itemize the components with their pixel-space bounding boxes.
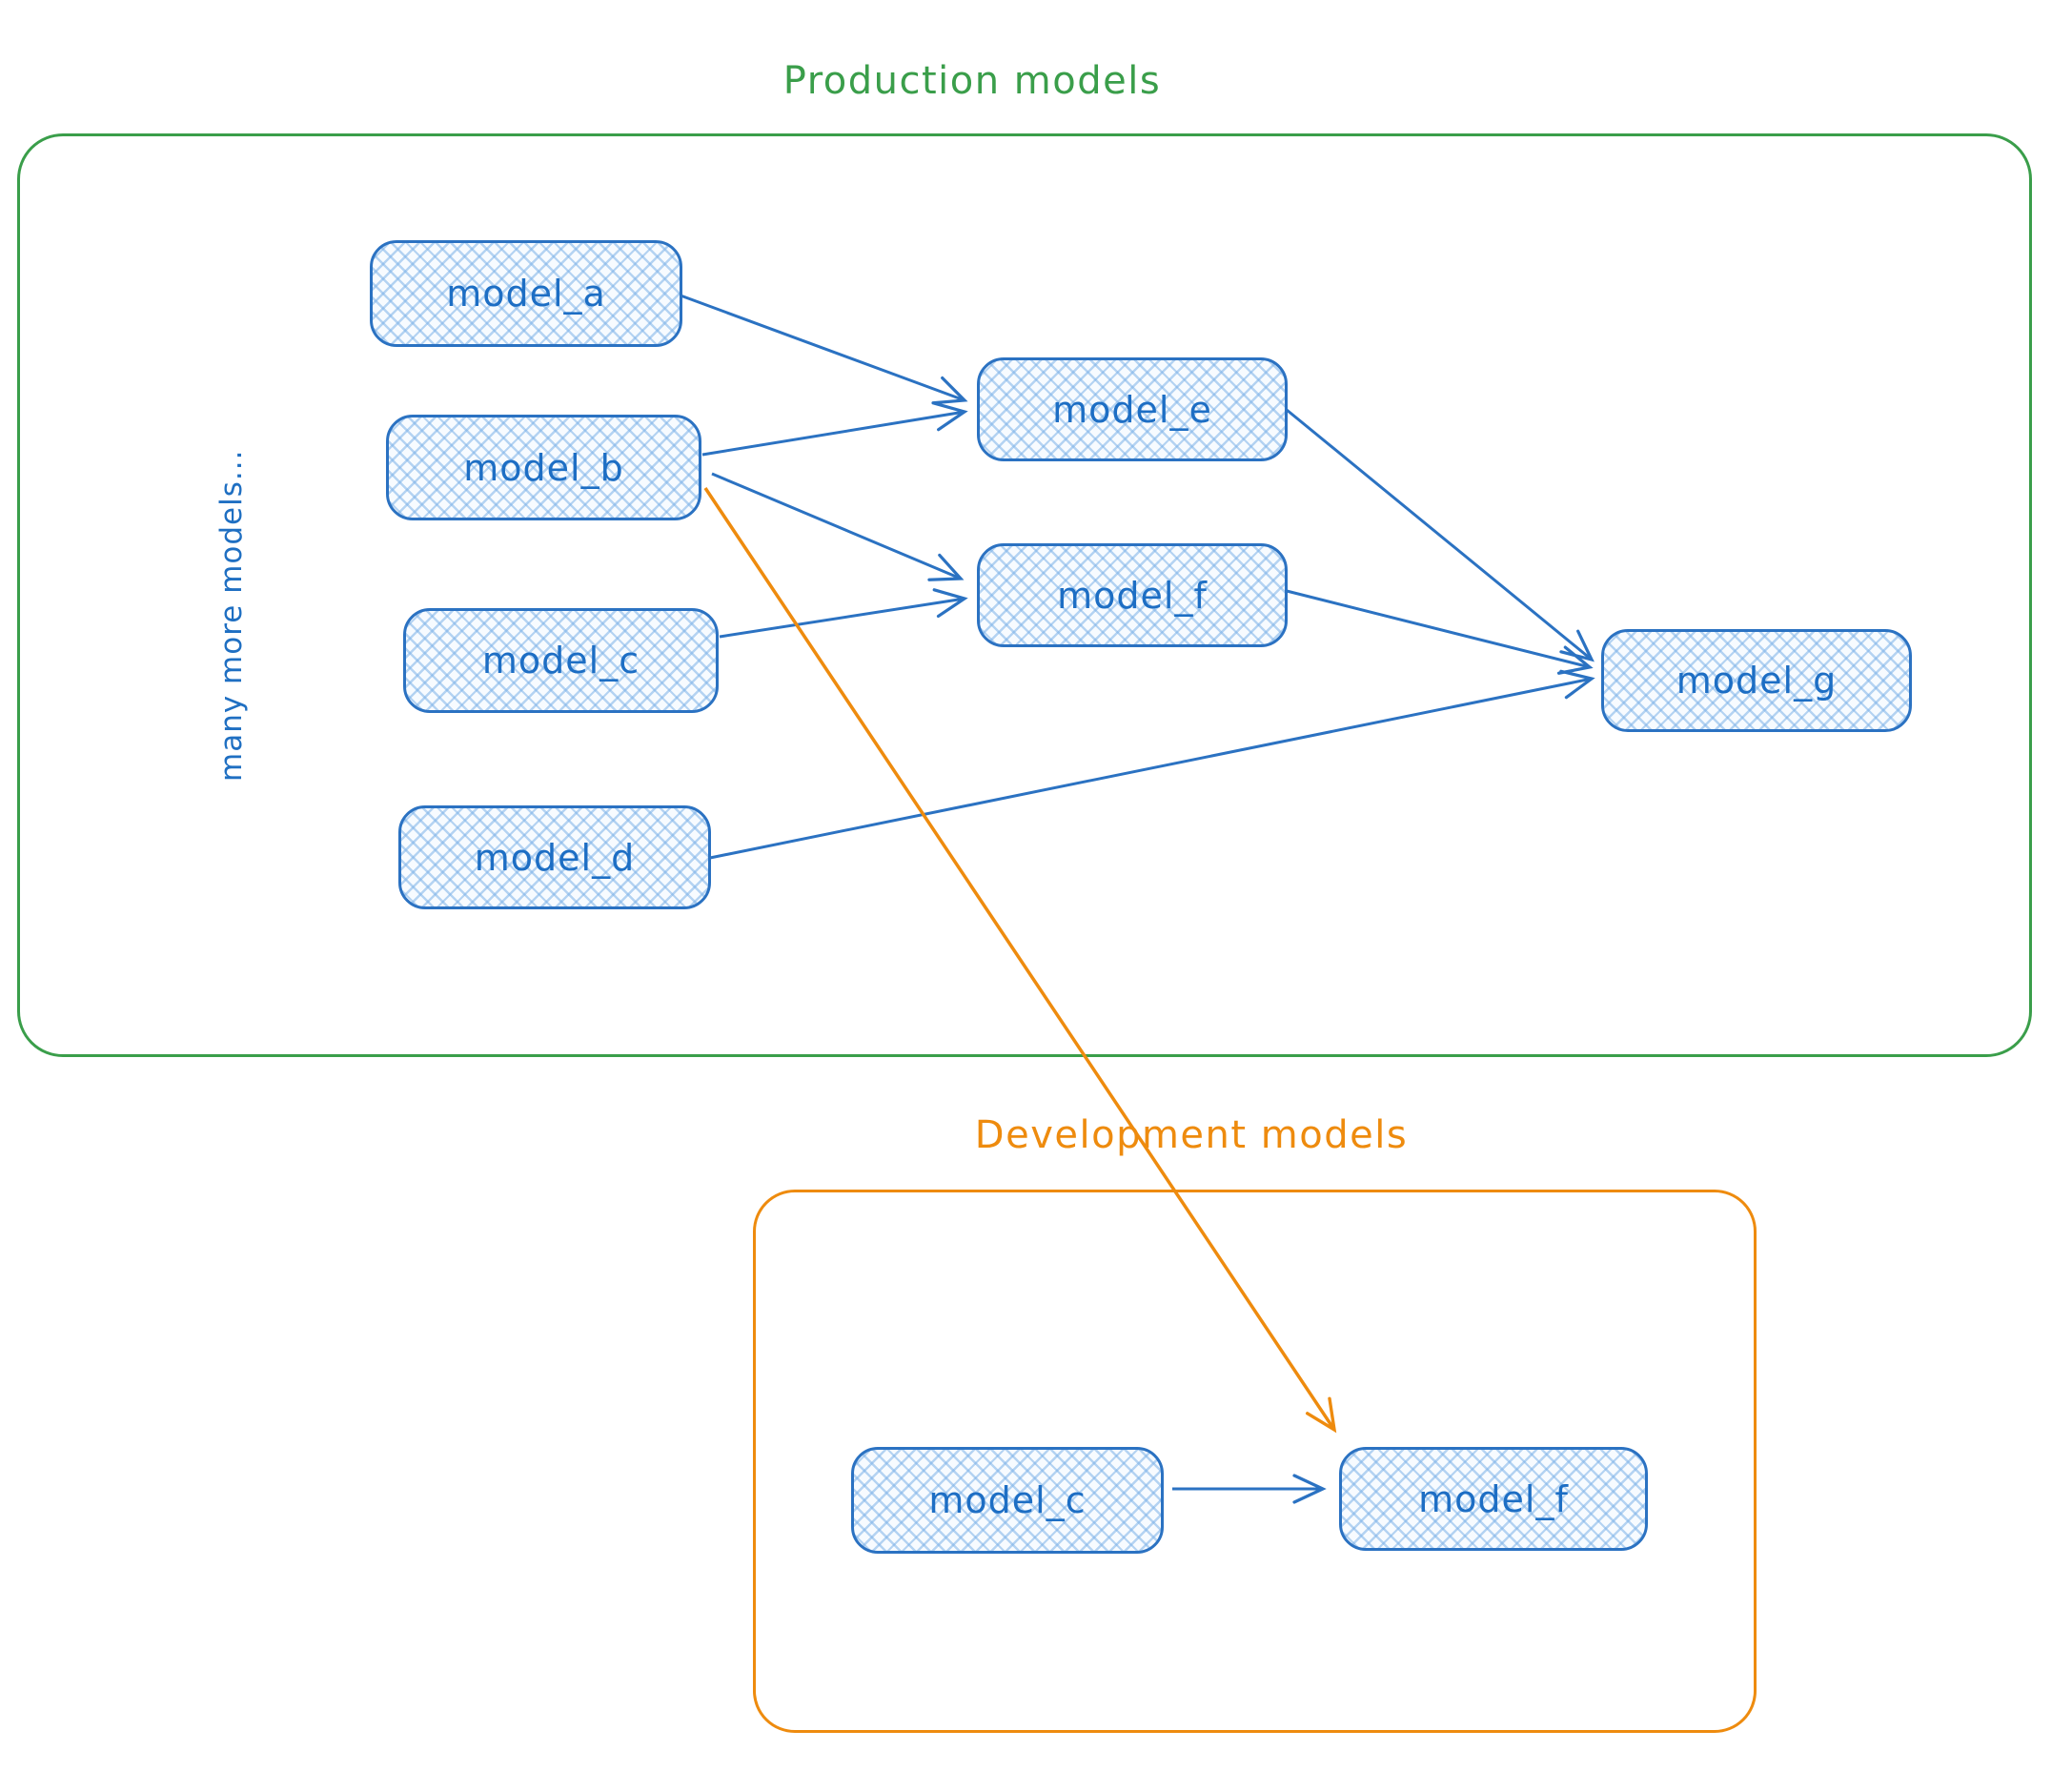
node-model-d-label: model_d — [474, 836, 636, 879]
node-dev-model-f-label: model_f — [1418, 1477, 1569, 1520]
node-model-e: model_e — [977, 357, 1288, 461]
node-model-c-label: model_c — [481, 640, 640, 682]
node-model-d: model_d — [398, 805, 711, 909]
node-model-f-label: model_f — [1057, 574, 1208, 617]
node-model-g: model_g — [1601, 629, 1912, 732]
node-model-a-label: model_a — [446, 273, 606, 315]
node-model-c: model_c — [403, 608, 719, 713]
node-model-a: model_a — [370, 240, 682, 347]
node-dev-model-c-label: model_c — [928, 1479, 1087, 1521]
many-more-models-label: many more models... — [214, 449, 249, 782]
node-model-f: model_f — [977, 543, 1288, 647]
node-model-e-label: model_e — [1052, 388, 1212, 431]
node-dev-model-f: model_f — [1339, 1447, 1648, 1551]
production-group-title: Production models — [782, 59, 1162, 103]
node-model-g-label: model_g — [1676, 660, 1838, 702]
node-model-b-label: model_b — [463, 446, 624, 489]
node-model-b: model_b — [386, 415, 701, 520]
development-group-title: Development models — [974, 1113, 1409, 1157]
node-dev-model-c: model_c — [851, 1447, 1164, 1554]
